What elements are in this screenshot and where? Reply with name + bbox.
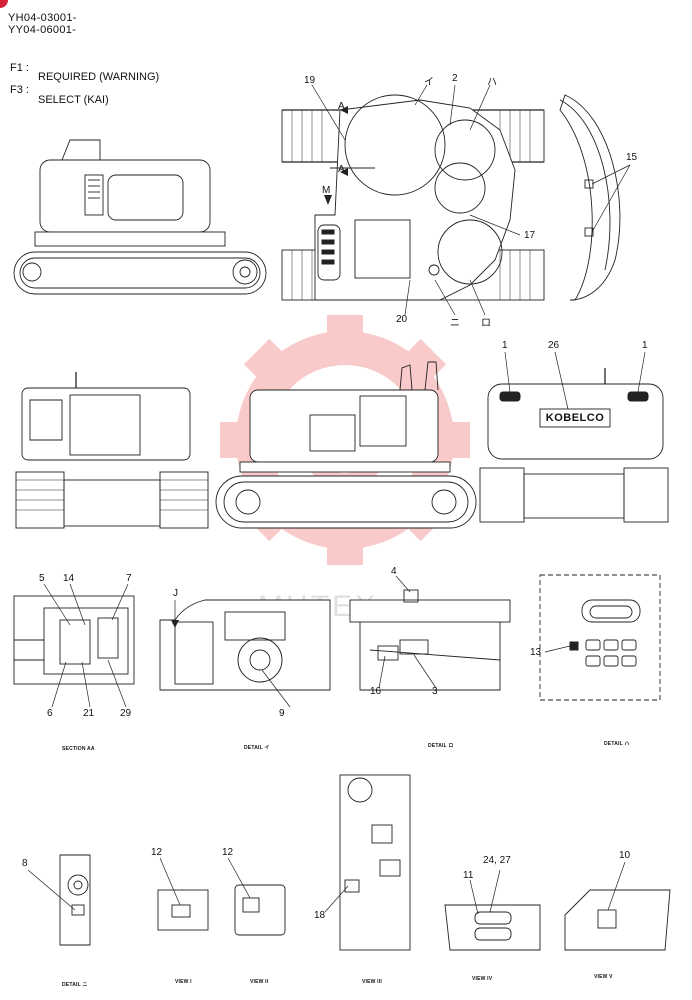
callout-15: 15 [626,152,638,163]
caption-view-iv: VIEW IV [472,976,493,982]
callout-ha: ハ [487,77,497,88]
callout-13: 13 [530,647,542,658]
top-view-excavator [281,94,545,301]
callout-26: 26 [548,340,560,351]
callout-ro: ロ [481,318,491,329]
callout-9: 9 [279,708,285,719]
caption-detail-i: DETAIL イ [244,745,270,751]
callout-m: M [322,185,331,196]
callout-16: 16 [370,686,382,697]
section-aa-drawing [13,595,135,685]
side-view-excavator [13,139,267,295]
callout-24-27: 24, 27 [483,855,511,866]
callout-10: 10 [619,850,631,861]
callout-a-lower: A [338,164,345,175]
callout-20: 20 [396,314,408,325]
callout-1-right: 1 [642,340,648,351]
callout-4: 4 [391,566,397,577]
caption-detail-ni: DETAIL ニ [62,982,88,988]
callout-11: 11 [463,870,474,881]
callout-29: 29 [120,708,132,719]
callout-i: イ [424,77,434,88]
callout-18: 18 [314,910,326,921]
detail-ha-drawing [539,574,661,701]
corner-badge [0,0,8,8]
view-v-drawing [564,889,671,951]
callout-12-view-i: 12 [151,847,163,858]
callout-21: 21 [83,708,95,719]
caption-detail-ha: DETAIL ハ [604,741,630,747]
callout-2: 2 [452,73,458,84]
view-iii-drawing [339,774,411,951]
callout-17: 17 [524,230,536,241]
legend-f3-text: SELECT (KAI) [38,94,109,106]
callout-j: J [173,588,178,599]
right-side-view [215,361,477,529]
callout-1-left: 1 [502,340,508,351]
callout-7: 7 [126,573,132,584]
front-view [15,372,209,529]
detail-i-drawing [159,599,331,691]
caption-section-aa: SECTION AA [62,746,95,752]
callout-14: 14 [63,573,75,584]
caption-view-ii: VIEW II [250,979,269,985]
caption-view-i: VIEW I [175,979,192,985]
model-serial-1: YH04-03001- [8,12,77,24]
detail-ro-drawing [349,589,511,691]
view-i-drawing [157,889,209,931]
view-iv-drawing [444,904,541,951]
legend-f1-text: REQUIRED (WARNING) [38,71,160,83]
brand-plate: KOBELCO [545,412,605,424]
caption-detail-ro: DETAIL ロ [428,743,454,749]
view-ii-drawing [234,884,286,936]
detail-ni-drawing [59,854,91,946]
caption-view-iii: VIEW III [362,979,382,985]
caption-view-v: VIEW V [594,974,613,980]
callout-8: 8 [22,858,28,869]
callout-3: 3 [432,686,438,697]
rear-view [479,368,669,523]
legend-f1-key: F1 : [10,62,29,74]
callout-12-view-ii: 12 [222,847,234,858]
model-serial-2: YY04-06001- [8,24,77,36]
counterweight-view [559,94,621,301]
callout-ni: ニ [450,318,460,329]
legend-f3-key: F3 : [10,84,29,96]
callout-5: 5 [39,573,45,584]
callout-6: 6 [47,708,53,719]
callout-a-upper: A [338,101,345,112]
callout-19: 19 [304,75,316,86]
